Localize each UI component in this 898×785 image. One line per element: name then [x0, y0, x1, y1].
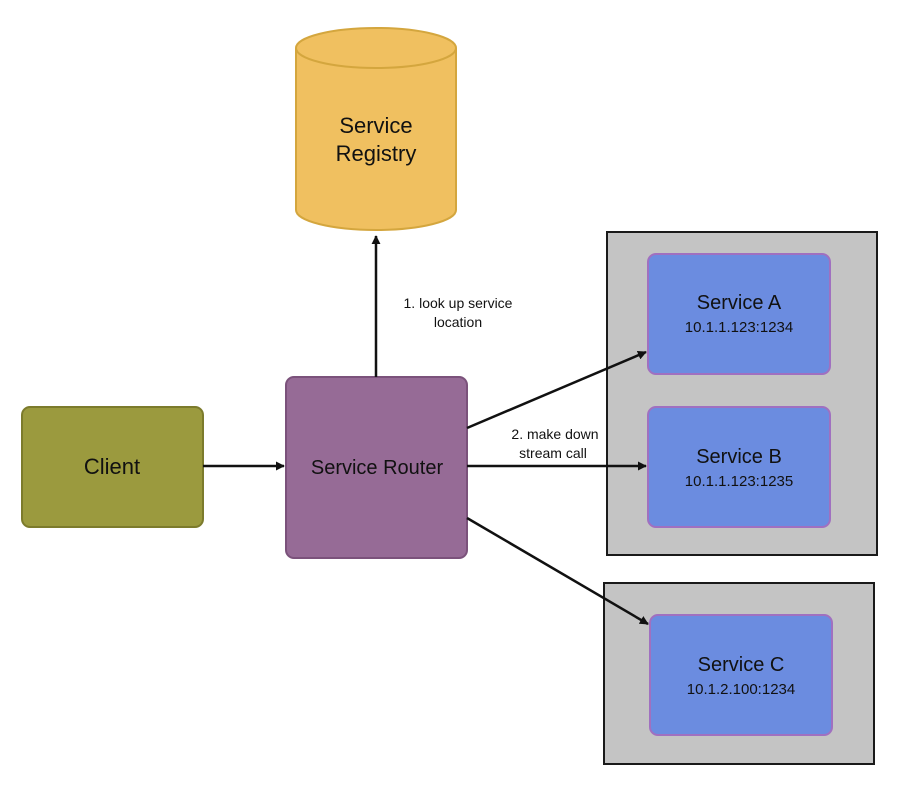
router-label: Service Router — [311, 457, 444, 479]
service-a-node: Service A 10.1.1.123:1234 — [647, 253, 831, 375]
downstream-label-line2: stream call — [519, 445, 587, 461]
service-c-name: Service C — [698, 654, 785, 676]
service-b-address: 10.1.1.123:1235 — [685, 473, 793, 490]
service-a-name: Service A — [697, 292, 782, 314]
downstream-label-line1: 2. make down — [511, 426, 598, 442]
client-label: Client — [84, 454, 140, 479]
lookup-label-line2: location — [434, 314, 482, 330]
service-b-name: Service B — [696, 446, 782, 468]
service-a-address: 10.1.1.123:1234 — [685, 319, 793, 336]
service-registry-cylinder: Service Registry — [295, 27, 457, 231]
service-b-node: Service B 10.1.1.123:1235 — [647, 406, 831, 528]
client-node: Client — [21, 406, 204, 528]
lookup-label-line1: 1. look up service — [404, 295, 513, 311]
edge-router-to-service-c — [466, 516, 649, 626]
service-router-node: Service Router — [285, 376, 468, 559]
service-c-address: 10.1.2.100:1234 — [687, 681, 795, 698]
registry-label-line1: Service — [339, 113, 412, 138]
service-c-node: Service C 10.1.2.100:1234 — [649, 614, 833, 736]
registry-label-line2: Registry — [336, 141, 417, 166]
edge-router-to-service-a — [466, 350, 647, 430]
